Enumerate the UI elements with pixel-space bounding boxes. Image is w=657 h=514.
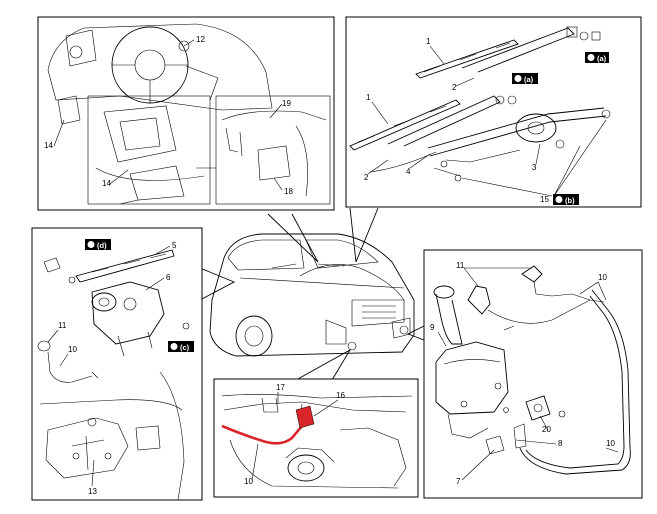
tag-a-mid-icon (514, 75, 522, 82)
callout-5: 5 (172, 241, 177, 250)
panel-dashboard: 12 14 14 19 18 (37, 16, 335, 211)
callout-2: 2 (452, 83, 457, 92)
callout-15: 15 (540, 195, 549, 204)
tag-d (85, 239, 111, 250)
callout-18: 18 (284, 187, 293, 196)
callout-14: 14 (44, 141, 53, 150)
callout-19: 19 (282, 99, 291, 108)
tag-c (168, 341, 194, 352)
tag-a-top-icon (587, 54, 595, 61)
callout-10: 10 (606, 439, 615, 448)
tag-d-label: (d) (97, 241, 107, 250)
tag-a-top-label: (a) (597, 54, 607, 63)
callout-6: 6 (166, 273, 171, 282)
callout-16: 16 (336, 391, 345, 400)
vehicle-illustration (209, 233, 415, 357)
panel-front-wiper: 1 2 1 2 4 3 15 (a) (a) (b) (345, 16, 642, 208)
tag-b-label: (b) (565, 196, 575, 205)
callout-11: 11 (58, 321, 67, 330)
tag-a-top (585, 52, 609, 63)
callout-8: 8 (558, 439, 563, 448)
panel-hose-routing: 17 16 10 (213, 378, 419, 498)
callout-10: 10 (598, 273, 607, 282)
tag-c-label: (c) (180, 343, 190, 352)
hose-clip-red (295, 405, 315, 429)
tag-a-mid-label: (a) (524, 75, 534, 84)
callout-2: 2 (364, 173, 369, 182)
panel-rear-wiper: 5 6 11 10 13 (d) (c) (31, 227, 203, 501)
callout-7: 7 (456, 477, 461, 486)
tag-d-icon (87, 241, 95, 248)
tag-b (553, 194, 579, 205)
callout-9: 9 (430, 323, 435, 332)
callout-1: 1 (366, 93, 371, 102)
callout-10: 10 (68, 345, 77, 354)
washer-hose-red (221, 411, 310, 445)
callout-20: 20 (542, 425, 551, 434)
callout-14: 14 (102, 179, 111, 188)
callout-1: 1 (426, 37, 431, 46)
callout-13: 13 (88, 487, 97, 496)
callout-4: 4 (406, 167, 411, 176)
callout-3: 3 (532, 163, 537, 172)
panel-washer-tank: 11 10 9 20 8 10 7 (423, 249, 643, 499)
callout-12: 12 (196, 35, 205, 44)
tag-a-mid (512, 73, 538, 84)
tag-c-icon (170, 343, 178, 350)
callout-pointers (199, 207, 425, 381)
callout-11: 11 (456, 261, 465, 270)
tag-b-icon (555, 196, 563, 203)
callout-17: 17 (276, 383, 285, 392)
callout-10: 10 (244, 477, 253, 486)
